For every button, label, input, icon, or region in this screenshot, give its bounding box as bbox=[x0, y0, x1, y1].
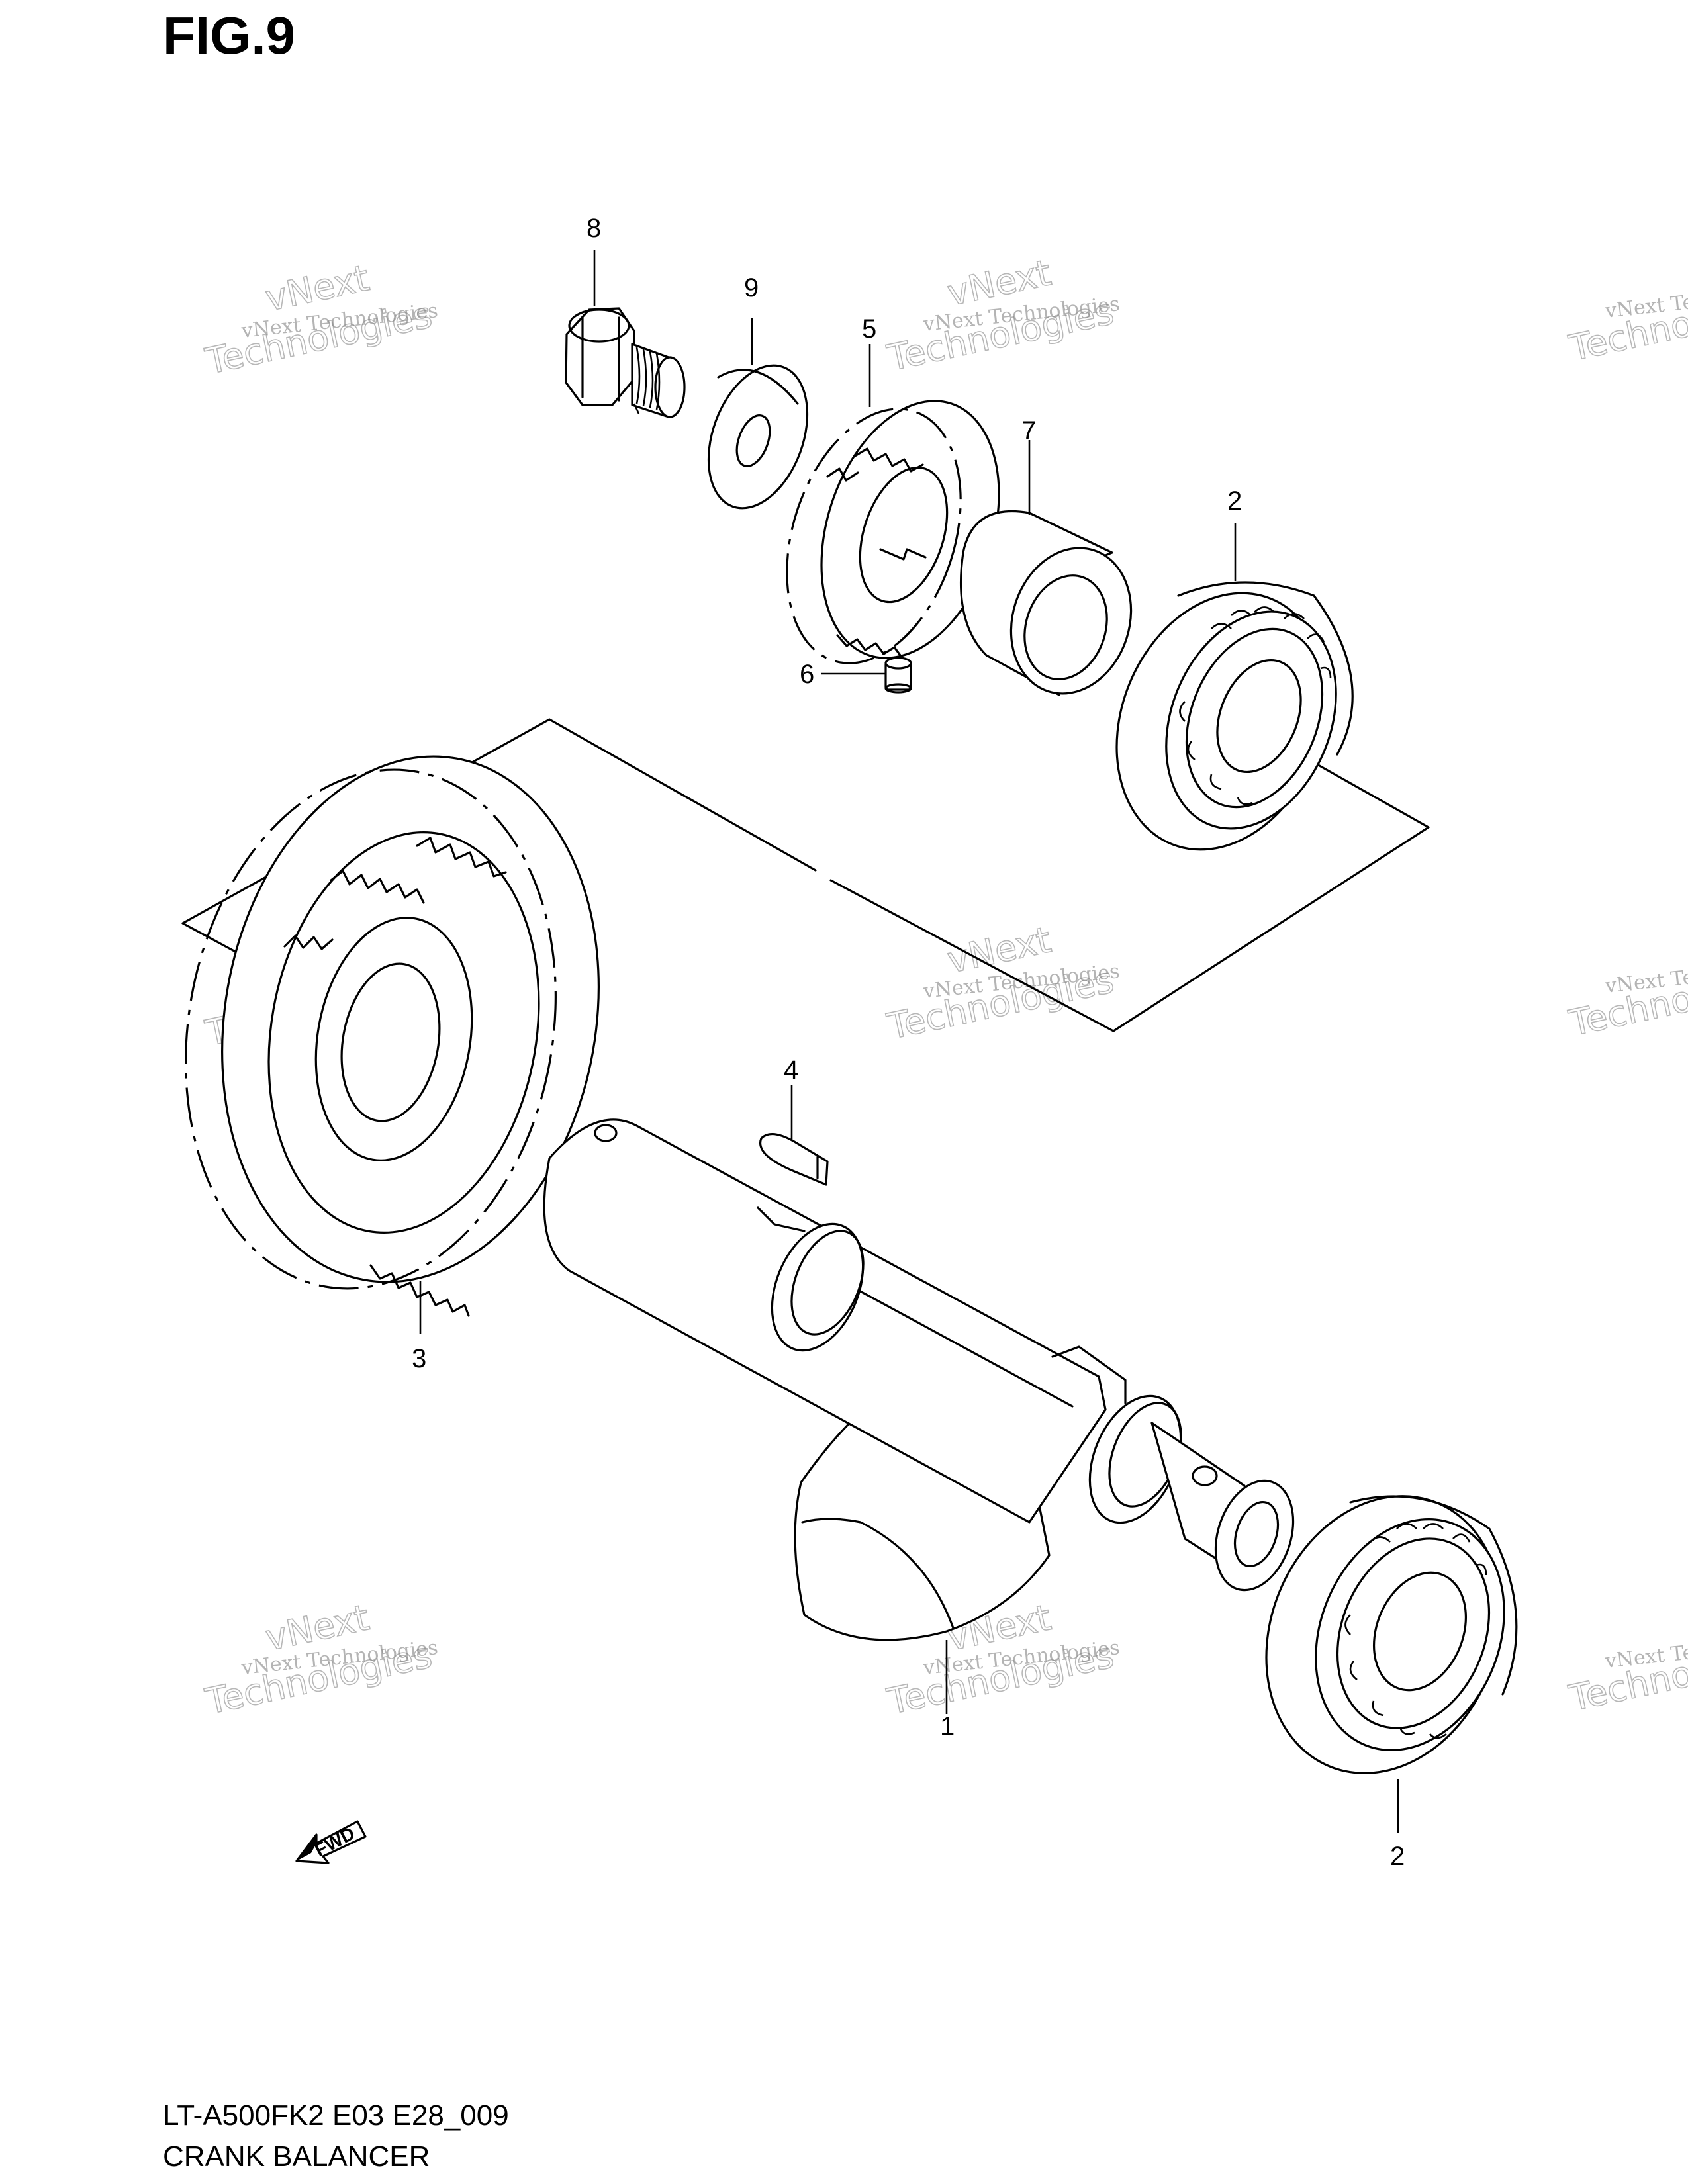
bolt-part bbox=[565, 307, 686, 418]
woodruff-key-part bbox=[759, 1133, 829, 1186]
spacer-part bbox=[959, 510, 1133, 696]
dowel-pin-part bbox=[884, 657, 912, 694]
callout-key: 4 bbox=[784, 1056, 798, 1085]
callout-driven-gear: 3 bbox=[412, 1344, 426, 1373]
callout-spacer: 7 bbox=[1021, 416, 1036, 445]
driven-gear-part bbox=[185, 755, 600, 1317]
callout-bearing-lower: 2 bbox=[1390, 1842, 1405, 1871]
balancer-shaft-part bbox=[543, 1118, 1295, 1641]
figure-title: FIG.9 bbox=[163, 6, 296, 65]
callout-bearing-upper: 2 bbox=[1227, 486, 1242, 516]
callout-numbers: 8 9 5 7 2 6 3 4 1 2 bbox=[412, 214, 1405, 1871]
watermark-bottom-left: vNext Technologies Technologies vNext bbox=[201, 1596, 439, 1723]
watermark-top-left: vNext Technologies Technologies vNext bbox=[201, 256, 439, 383]
bearing-lower-part bbox=[1265, 1495, 1518, 1774]
model-code: LT-A500FK2 E03 E28_009 bbox=[163, 2099, 509, 2132]
watermark-top-center: vNext Technologies Technologies vNext bbox=[883, 251, 1121, 379]
forward-arrow-icon: FWD bbox=[295, 1820, 367, 1864]
callout-gear-ring: 5 bbox=[862, 314, 876, 343]
gear-ring-part bbox=[786, 400, 1000, 664]
callout-balancer-shaft: 1 bbox=[940, 1712, 955, 1741]
watermark-right-edge: vNext Technologies Technologies vNext Te… bbox=[1565, 279, 1688, 1720]
bearing-upper-part bbox=[1115, 581, 1354, 851]
washer-part bbox=[707, 364, 809, 510]
fwd-label: FWD bbox=[311, 1823, 358, 1860]
leader-lines bbox=[419, 250, 1399, 1833]
section-name: CRANK BALANCER bbox=[163, 2140, 430, 2173]
callout-washer: 9 bbox=[744, 273, 759, 302]
callout-bolt: 8 bbox=[586, 214, 601, 243]
watermark-mid-center: vNext Technologies Technologies vNext bbox=[883, 918, 1121, 1048]
callout-pin: 6 bbox=[800, 660, 814, 689]
